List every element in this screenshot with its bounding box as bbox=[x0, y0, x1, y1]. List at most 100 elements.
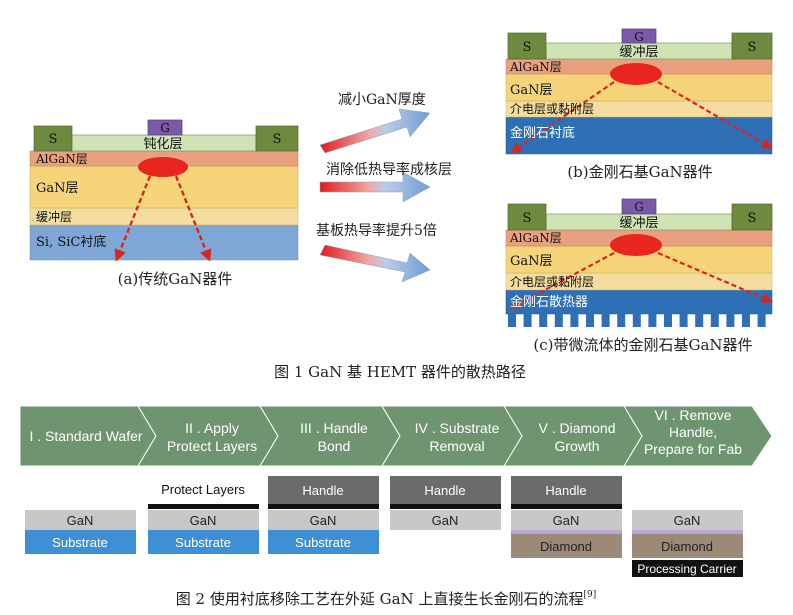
source-label: S bbox=[523, 211, 532, 226]
hotspot bbox=[610, 234, 662, 256]
gan-layer bbox=[268, 510, 379, 530]
microfluidic-fin bbox=[523, 313, 532, 327]
gan-layer bbox=[148, 510, 259, 530]
gate-contact bbox=[147, 119, 183, 136]
heatsink-label: 金刚石散热器 bbox=[510, 294, 588, 310]
protect-layers-label: Protect Layers bbox=[161, 482, 245, 497]
processing-carrier bbox=[632, 560, 743, 577]
substrate-layer bbox=[29, 224, 299, 261]
handle-layer bbox=[511, 476, 622, 504]
drain-label: S bbox=[748, 40, 757, 55]
algan-label: AlGaN层 bbox=[509, 60, 562, 74]
substrate-layer bbox=[268, 530, 379, 554]
stack-step-4: Handle GaN bbox=[390, 476, 501, 530]
handle-layer bbox=[268, 476, 379, 504]
handle-label: Handle bbox=[545, 483, 586, 498]
microfluidic-fin bbox=[695, 313, 704, 327]
arrow-2-label: 消除低热导率成核层 bbox=[326, 161, 452, 178]
diamond-label: Diamond bbox=[540, 539, 592, 554]
handle-layer bbox=[390, 476, 501, 504]
substrate-label: Si, SiC衬底 bbox=[36, 234, 106, 250]
figure-1: S S G 钝化层 AlGaN层 GaN层 缓冲层 Si, SiC衬底 (a)传… bbox=[29, 28, 774, 381]
gan-layer bbox=[632, 510, 743, 530]
microfluidic-fin bbox=[726, 313, 735, 327]
gate-label: G bbox=[634, 30, 644, 44]
protect-layer bbox=[390, 504, 501, 509]
device-b: S S G 缓冲层 AlGaN层 GaN层 介电层或黏附层 金刚石衬底 (b)金… bbox=[505, 28, 773, 181]
protect-layer bbox=[148, 504, 259, 509]
arrow-3 bbox=[319, 244, 431, 283]
chevron-step-4 bbox=[381, 405, 523, 467]
dielectric-label: 介电层或黏附层 bbox=[510, 275, 594, 289]
microfluidic-fin bbox=[648, 313, 657, 327]
gan-label: GaN bbox=[190, 513, 217, 528]
protect-layer bbox=[268, 504, 379, 509]
microfluidic-fin bbox=[570, 313, 579, 327]
step-1-label: I . Standard Wafer bbox=[29, 428, 142, 444]
gan-label: GaN bbox=[67, 513, 94, 528]
gate-label: G bbox=[634, 200, 644, 214]
stack-step-6: GaN Diamond Processing Carrier bbox=[632, 510, 743, 577]
microfluidic-fin bbox=[679, 313, 688, 327]
hotspot bbox=[610, 63, 662, 85]
microfluidic-fin bbox=[617, 313, 626, 327]
arrow-2 bbox=[319, 171, 431, 203]
handle-label: Handle bbox=[302, 483, 343, 498]
figure-2-caption: 图 2 使用衬底移除工艺在外延 GaN 上直接生长金刚石的流程[9] bbox=[176, 590, 596, 608]
buffer-label: 缓冲层 bbox=[619, 45, 658, 60]
protect-layer bbox=[511, 504, 622, 509]
chevron-step-3 bbox=[259, 405, 401, 467]
device-c-caption: (c)带微流体的金刚石基GaN器件 bbox=[533, 336, 752, 354]
diamond-layer bbox=[632, 534, 743, 558]
drain-contact bbox=[731, 203, 773, 231]
gan-label: GaN层 bbox=[36, 181, 79, 196]
source-contact bbox=[33, 125, 73, 152]
algan-label: AlGaN层 bbox=[35, 152, 88, 166]
microfluidic-fin bbox=[710, 313, 719, 327]
gan-label: GaN bbox=[432, 513, 459, 528]
buffer-label: 缓冲层 bbox=[36, 209, 72, 224]
algan-label: AlGaN层 bbox=[509, 231, 562, 245]
device-a-caption: (a)传统GaN器件 bbox=[118, 270, 233, 288]
gan-label: GaN层 bbox=[510, 254, 553, 269]
stack-step-5: Handle GaN Diamond bbox=[511, 476, 622, 558]
gan-label: GaN bbox=[310, 513, 337, 528]
stack-step-2: Protect Layers GaN Substrate bbox=[148, 482, 259, 554]
gan-label: GaN层 bbox=[510, 83, 553, 98]
substrate-layer bbox=[25, 530, 136, 554]
device-c: S S G 缓冲层 AlGaN层 GaN层 介电层或黏附层 金刚石散热器 (c)… bbox=[505, 198, 774, 354]
microfluidic-fin bbox=[539, 313, 548, 327]
microfluidic-fins bbox=[508, 313, 766, 327]
figure-1-caption: 图 1 GaN 基 HEMT 器件的散热路径 bbox=[274, 363, 526, 381]
interlayer bbox=[511, 530, 622, 534]
device-b-caption: (b)金刚石基GaN器件 bbox=[567, 163, 712, 181]
microfluidic-fin bbox=[742, 313, 750, 327]
buffer-label: 缓冲层 bbox=[619, 216, 658, 231]
heat-path-right bbox=[174, 175, 212, 262]
drain-label: S bbox=[273, 132, 282, 147]
diamond-label: Diamond bbox=[661, 539, 713, 554]
hotspot bbox=[138, 157, 188, 177]
source-contact bbox=[507, 203, 547, 231]
gate-contact bbox=[621, 198, 657, 215]
stack-step-1: GaN Substrate bbox=[25, 510, 136, 554]
chevron-step-6 bbox=[623, 405, 773, 467]
drain-contact bbox=[731, 32, 773, 60]
source-label: S bbox=[49, 132, 58, 147]
gan-layer bbox=[390, 510, 501, 530]
handle-label: Handle bbox=[424, 483, 465, 498]
heat-path-right bbox=[657, 251, 774, 303]
drain-contact bbox=[255, 125, 299, 152]
gate-label: G bbox=[160, 121, 170, 135]
processing-carrier-label: Processing Carrier bbox=[637, 562, 736, 576]
substrate-label: Substrate bbox=[52, 535, 108, 550]
microfluidic-fin bbox=[554, 313, 563, 327]
substrate-label: 金刚石衬底 bbox=[510, 125, 575, 141]
substrate-label: Substrate bbox=[295, 535, 351, 550]
microfluidic-fin bbox=[508, 313, 516, 327]
